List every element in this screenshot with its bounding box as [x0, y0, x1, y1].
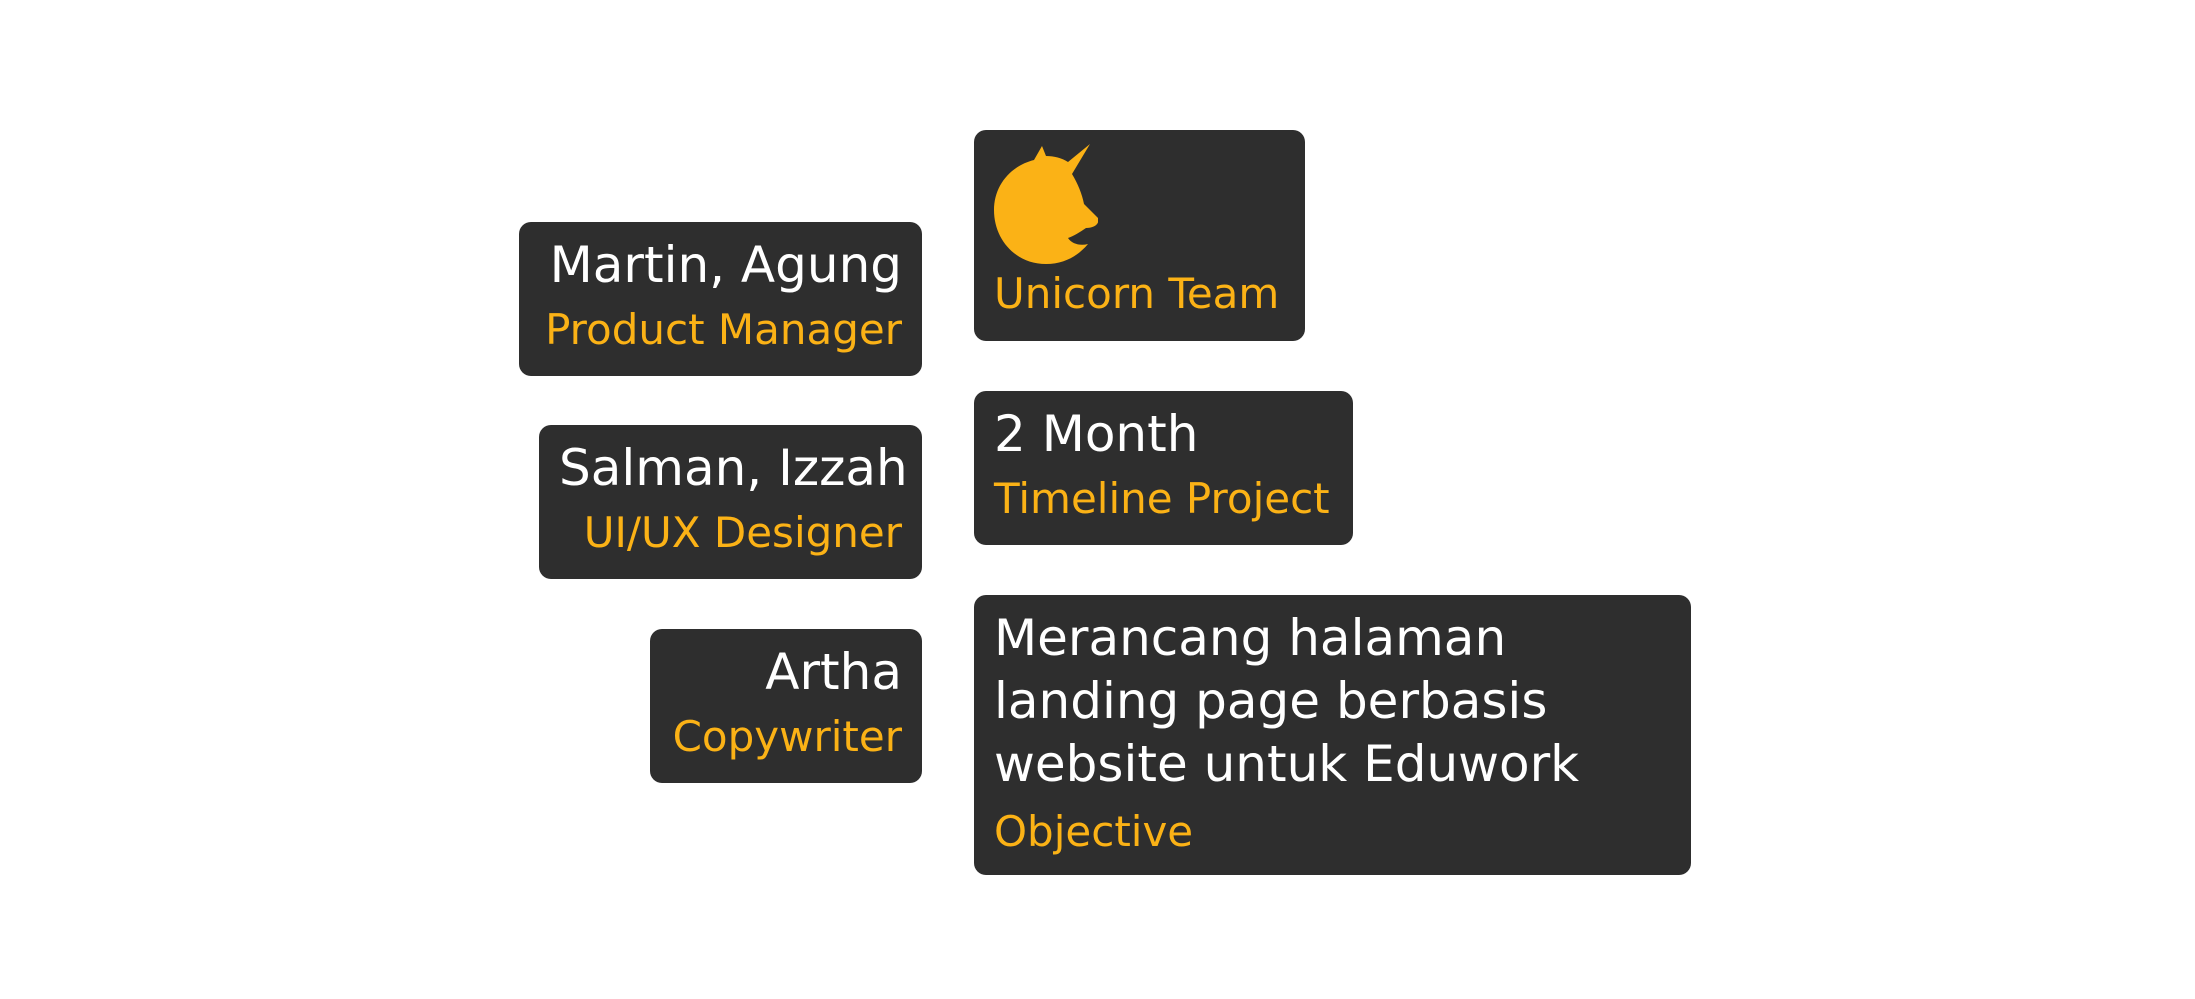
member-name: Salman, Izzah [559, 439, 908, 497]
member-name: Artha [765, 643, 902, 701]
unicorn-icon [994, 144, 1098, 264]
team-member-card-ui-ux-designer: Salman, Izzah UI/UX Designer [539, 425, 922, 579]
team-label: Unicorn Team [994, 269, 1280, 318]
timeline-label: Timeline Project [994, 474, 1330, 523]
team-member-card-product-manager: Martin, Agung Product Manager [519, 222, 922, 376]
member-role: UI/UX Designer [583, 508, 902, 557]
member-role: Product Manager [545, 305, 902, 354]
team-card: Unicorn Team [974, 130, 1305, 341]
member-role: Copywriter [672, 712, 902, 761]
objective-card: Merancang halaman landing page berbasis … [974, 595, 1691, 875]
timeline-card: 2 Month Timeline Project [974, 391, 1353, 545]
team-member-card-copywriter: Artha Copywriter [650, 629, 922, 783]
objective-text: Merancang halaman landing page berbasis … [994, 609, 1580, 793]
objective-label: Objective [994, 807, 1194, 856]
timeline-value: 2 Month [994, 405, 1199, 463]
member-name: Martin, Agung [549, 236, 902, 294]
